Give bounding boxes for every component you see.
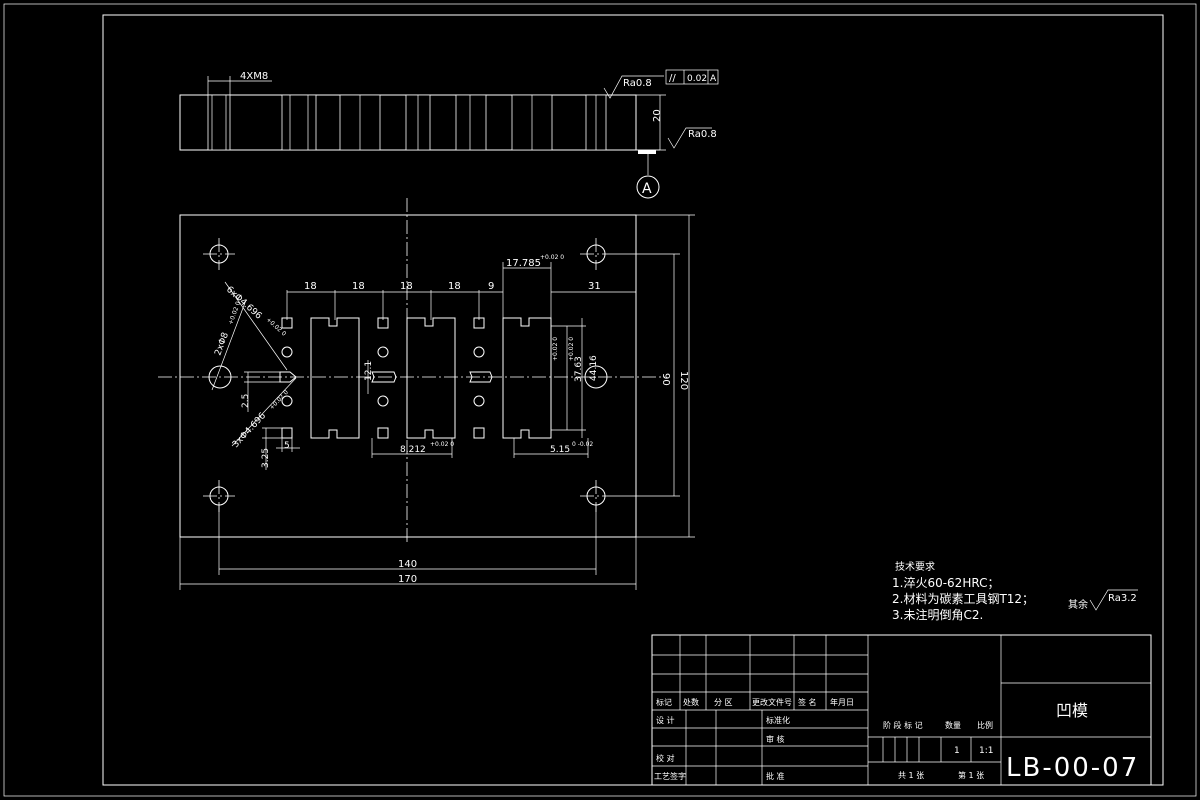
plate-outline bbox=[179, 214, 637, 538]
tb-design: 设 计 bbox=[656, 715, 675, 725]
tb-label-zone: 分 区 bbox=[714, 698, 733, 707]
tb-label-count: 处数 bbox=[683, 697, 699, 707]
corner-hole-tr bbox=[580, 238, 612, 270]
dim-31: 31 bbox=[588, 281, 601, 292]
tb-stage-mark: 阶 段 标 记 bbox=[883, 720, 923, 730]
tb-sheets-total: 共 1 张 bbox=[898, 771, 924, 780]
tb-approve: 批 准 bbox=[766, 771, 785, 781]
flatness-symbol: // bbox=[669, 73, 676, 84]
tb-drawing-no: LB-00-07 bbox=[1006, 753, 1139, 783]
tb-check: 校 对 bbox=[656, 753, 675, 763]
tb-process: 工艺签字 bbox=[654, 771, 686, 781]
dim-9: 9 bbox=[488, 281, 494, 292]
tech-item-2: 2.材料为碳素工具钢T12； bbox=[892, 592, 1034, 606]
tb-weight: 数量 bbox=[945, 720, 961, 730]
dim-37-63-tol: +0.02 0 bbox=[552, 337, 559, 361]
cavity-3 bbox=[502, 317, 552, 439]
dim-6x-hole-tol: +0.02 0 bbox=[265, 316, 288, 337]
dowel-hole-left bbox=[208, 365, 232, 389]
tb-standardize: 标准化 bbox=[766, 715, 790, 725]
tech-requirements: 技术要求 1.淬火60-62HRC； 2.材料为碳素工具钢T12； 3.未注明倒… bbox=[892, 560, 1034, 622]
flatness-datum: A bbox=[710, 74, 717, 84]
dim-3x-hole: 3xΦ4.696 bbox=[231, 411, 268, 450]
dim-2x-hole-tol: +0.02 0 bbox=[227, 300, 242, 325]
dim-5: 5 bbox=[284, 441, 290, 451]
tb-sheet-no: 第 1 张 bbox=[958, 770, 984, 780]
title-block: 标记 处数 分 区 更改文件号 签 名 年月日 设 计 标准化 审 核 校 对 … bbox=[651, 634, 1152, 786]
tb-quantity-value: 1 bbox=[954, 746, 960, 756]
dim-170: 170 bbox=[398, 574, 417, 585]
other-roughness-value: Ra3.2 bbox=[1108, 593, 1137, 604]
tech-heading: 技术要求 bbox=[895, 560, 935, 573]
other-roughness: 其余 Ra3.2 bbox=[1068, 589, 1138, 611]
pierce-holes bbox=[281, 346, 485, 407]
cavity-2 bbox=[406, 317, 456, 439]
dim-5-15: 5.15 bbox=[550, 445, 570, 455]
dim-18-d: 18 bbox=[448, 281, 461, 292]
dim-3-25: 3.25 bbox=[261, 448, 271, 468]
dowel-hole-right bbox=[584, 365, 608, 389]
roughness-bottom-label: Ra0.8 bbox=[688, 129, 717, 140]
outer-border bbox=[3, 3, 1197, 797]
section-view: 4XM8 Ra0.8 // 0.02 A 20 Ra0.8 A bbox=[179, 69, 719, 199]
dim-5-15-tol: 0 -0.02 bbox=[572, 441, 593, 448]
roughness-top-label: Ra0.8 bbox=[623, 78, 652, 89]
tech-item-3: 3.未注明倒角C2. bbox=[892, 607, 983, 622]
tb-scale: 比例 bbox=[977, 720, 993, 730]
thread-callout: 4XM8 bbox=[240, 71, 268, 82]
thickness-dim: 20 bbox=[652, 109, 663, 122]
dim-3x-hole-tol: +0.02 0 bbox=[268, 389, 290, 412]
dim-120: 120 bbox=[678, 371, 689, 390]
plan-view: 18 18 18 18 9 31 17.785 +0.02 0 90 120 1… bbox=[158, 198, 695, 590]
dim-18-c: 18 bbox=[400, 281, 413, 292]
cavity-1 bbox=[310, 317, 360, 439]
datum-label: A bbox=[642, 181, 652, 197]
dim-18-b: 18 bbox=[352, 281, 365, 292]
flatness-value: 0.02 bbox=[687, 74, 707, 84]
inner-frame bbox=[102, 14, 1164, 786]
dim-44-16-tol: +0.02 0 bbox=[568, 337, 575, 361]
dim-140: 140 bbox=[398, 559, 417, 570]
dim-2-5: 2.5 bbox=[241, 394, 251, 408]
notch-features bbox=[279, 371, 493, 383]
tb-label-change-doc: 更改文件号 bbox=[752, 697, 792, 707]
dim-2x-hole: 2xΦ8 bbox=[213, 331, 231, 357]
tb-label-date: 年月日 bbox=[830, 697, 854, 707]
tb-label-mark: 标记 bbox=[656, 697, 672, 707]
tb-scale-value: 1:1 bbox=[979, 746, 993, 756]
dim-8-212-tol: +0.02 0 bbox=[430, 441, 454, 448]
dim-18-a: 18 bbox=[304, 281, 317, 292]
dim-37-63: 37.63 bbox=[574, 356, 584, 382]
dim-90: 90 bbox=[660, 373, 671, 386]
datum-circle bbox=[636, 175, 660, 199]
tb-review: 审 核 bbox=[766, 734, 785, 744]
dim-17785-tol: +0.02 0 bbox=[540, 254, 564, 261]
tb-label-signature: 签 名 bbox=[798, 697, 817, 707]
dim-17785: 17.785 bbox=[506, 258, 541, 269]
flatness-frame bbox=[665, 69, 719, 85]
dim-44-16: 44.16 bbox=[589, 355, 599, 381]
dim-8-212: 8.212 bbox=[400, 445, 426, 455]
tb-part-name: 凹模 bbox=[1056, 701, 1088, 720]
dim-12-1: 12.1 bbox=[364, 361, 374, 381]
other-roughness-label: 其余 bbox=[1068, 598, 1088, 611]
corner-hole-tl bbox=[203, 238, 235, 270]
pilot-squares bbox=[281, 317, 485, 439]
tech-item-1: 1.淬火60-62HRC； bbox=[892, 575, 999, 590]
